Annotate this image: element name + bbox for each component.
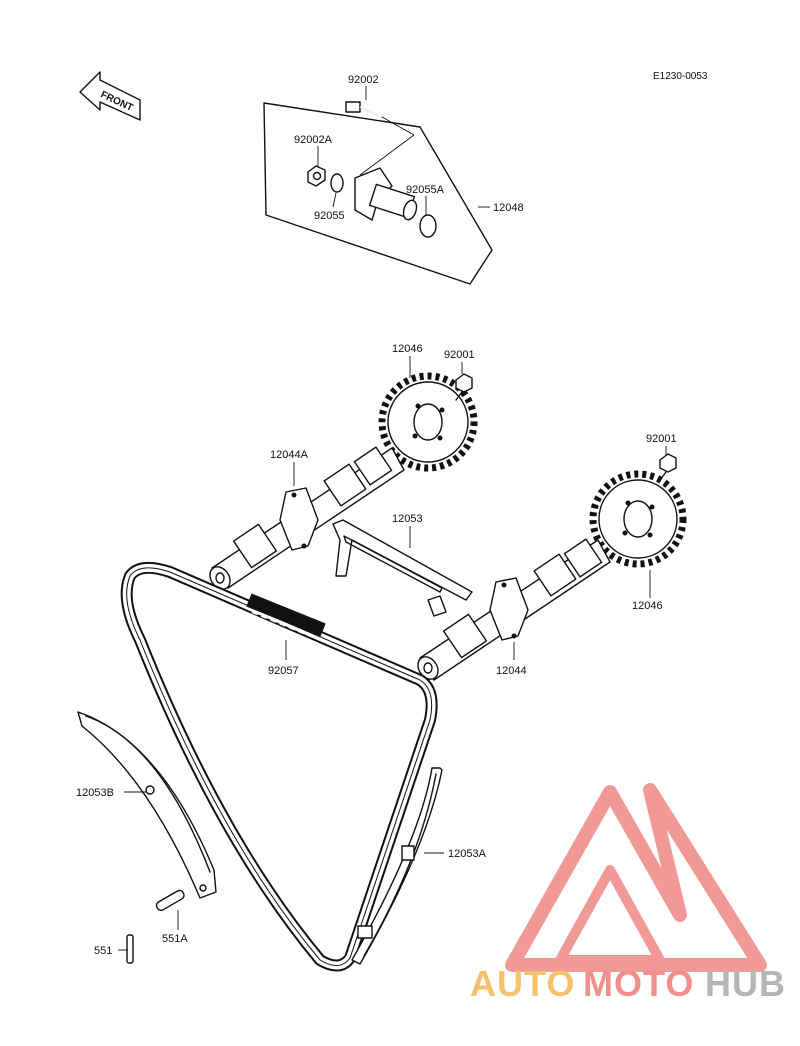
watermark-moto: MOTO xyxy=(583,963,694,1004)
o-ring-92055 xyxy=(330,173,344,193)
reference-code: E1230-0053 xyxy=(653,71,708,82)
watermark-hub: HUB xyxy=(705,963,786,1004)
label-12053: 12053 xyxy=(392,513,423,525)
tensioner-body xyxy=(354,167,418,221)
label-12046-lower: 12046 xyxy=(632,600,663,612)
sprocket-12046-upper xyxy=(378,372,478,472)
camshaft-12044A xyxy=(209,446,405,590)
label-92002A: 92002A xyxy=(294,134,333,146)
label-92001-upper: 92001 xyxy=(444,349,475,361)
label-12053A: 12053A xyxy=(448,848,487,860)
watermark-logo xyxy=(505,783,767,972)
pin-551A xyxy=(155,889,185,912)
tensioner-assembly xyxy=(263,101,493,285)
bolt-92001-upper xyxy=(455,373,473,401)
front-arrow-icon: FRONT xyxy=(79,71,141,121)
pin-551 xyxy=(126,934,134,964)
watermark-auto: AUTO xyxy=(470,963,575,1004)
label-12044A: 12044A xyxy=(270,449,309,461)
label-551: 551 xyxy=(94,945,112,957)
label-92001-lower: 92001 xyxy=(646,433,677,445)
label-551A: 551A xyxy=(162,933,188,945)
leader-lines xyxy=(118,86,667,951)
chain-guide-12053B xyxy=(77,711,217,899)
nut-92002A xyxy=(307,165,326,187)
sprocket-12046-lower xyxy=(589,470,687,568)
cam-chain-92057 xyxy=(120,561,438,972)
camshaft-12044 xyxy=(417,538,611,681)
bracket-12053 xyxy=(332,519,473,617)
label-92057: 92057 xyxy=(268,665,299,677)
o-ring-92055A xyxy=(419,214,437,238)
watermark-text: AUTO MOTO HUB xyxy=(470,963,786,1004)
label-12053B: 12053B xyxy=(76,787,114,799)
label-92055: 92055 xyxy=(314,210,345,222)
chain-guide-12053A xyxy=(351,767,443,965)
label-12048: 12048 xyxy=(493,202,524,214)
label-92055A: 92055A xyxy=(406,184,445,196)
label-12044: 12044 xyxy=(496,665,527,677)
label-92002: 92002 xyxy=(348,74,379,86)
bolt-92001-lower xyxy=(659,453,677,481)
label-12046-upper: 12046 xyxy=(392,343,423,355)
bolt-92002 xyxy=(345,101,383,118)
